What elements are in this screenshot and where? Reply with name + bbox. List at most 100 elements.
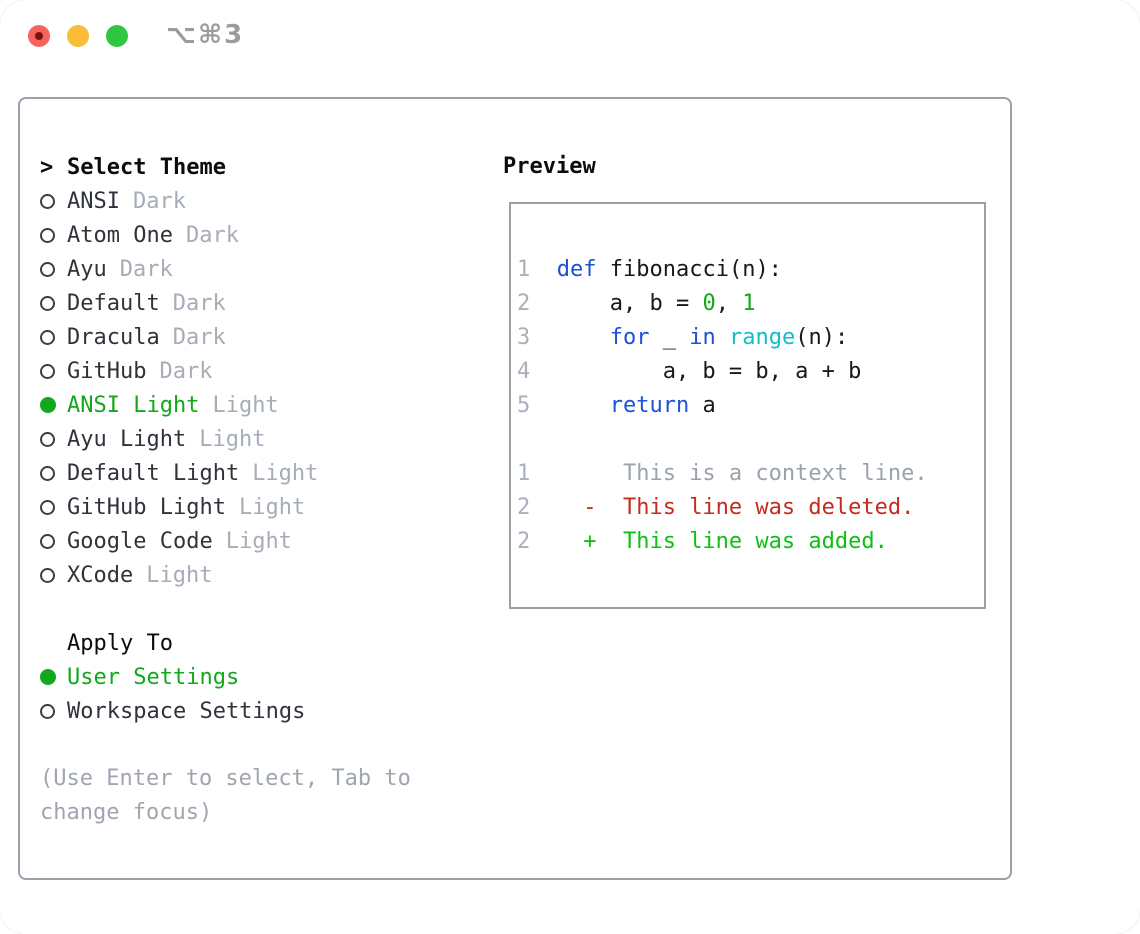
theme-variant-tag: Dark bbox=[119, 256, 173, 282]
code-segment-plain: a bbox=[689, 393, 716, 418]
zoom-button[interactable] bbox=[106, 25, 128, 47]
radio-unselected-icon bbox=[40, 703, 67, 719]
code-segment-plain: , bbox=[715, 291, 743, 316]
theme-option-atom-one[interactable]: Atom One Dark bbox=[40, 218, 411, 252]
code-segment-keyword: def bbox=[556, 257, 597, 282]
theme-variant-tag: Light bbox=[146, 562, 213, 588]
line-number: 4 bbox=[517, 359, 531, 384]
theme-variant-tag: Dark bbox=[132, 188, 186, 214]
code-segment-plain bbox=[530, 257, 557, 282]
code-line: 5 return a bbox=[517, 389, 928, 423]
code-segment-plain: a, b = bbox=[530, 291, 703, 316]
theme-option-default-light[interactable]: Default Light Light bbox=[40, 456, 411, 490]
theme-option-default[interactable]: Default Dark bbox=[40, 286, 411, 320]
theme-option-label: ANSI bbox=[67, 188, 120, 214]
radio-selected-icon bbox=[40, 669, 67, 685]
theme-variant-tag: Light bbox=[212, 392, 279, 418]
code-segment-keyword: return bbox=[609, 393, 690, 418]
line-number: 2 bbox=[517, 529, 531, 554]
theme-option-label: Dracula bbox=[67, 324, 160, 350]
close-button-dot-icon bbox=[35, 32, 43, 40]
code-line: 4 a, b = b, a + b bbox=[517, 355, 928, 389]
radio-unselected-icon bbox=[40, 533, 67, 549]
code-line bbox=[517, 423, 928, 457]
code-segment-plain: (n): bbox=[795, 325, 849, 350]
theme-variant-tag: Dark bbox=[172, 290, 226, 316]
code-segment-plain: fibonacci(n): bbox=[596, 257, 782, 282]
radio-unselected-icon bbox=[40, 261, 67, 277]
traffic-lights bbox=[28, 25, 128, 47]
radio-unselected-icon bbox=[40, 329, 67, 345]
apply-option-workspace-settings[interactable]: Workspace Settings bbox=[40, 694, 411, 728]
code-line: 2 - This line was deleted. bbox=[517, 491, 928, 525]
spacer bbox=[40, 728, 411, 762]
apply-option-label: User Settings bbox=[67, 664, 240, 690]
code-segment-number: 1 bbox=[742, 291, 756, 316]
window-title-shortcut: ⌥⌘3 bbox=[166, 20, 245, 50]
theme-option-github[interactable]: GitHub Dark bbox=[40, 354, 411, 388]
code-line: 1 This is a context line. bbox=[517, 457, 928, 491]
code-segment-plain bbox=[716, 325, 729, 350]
radio-unselected-icon bbox=[40, 431, 67, 447]
theme-variant-tag: Light bbox=[199, 426, 266, 452]
radio-unselected-icon bbox=[40, 499, 67, 515]
select-theme-header: > Select Theme bbox=[40, 150, 411, 184]
theme-option-label: GitHub bbox=[67, 358, 147, 384]
minimize-button[interactable] bbox=[67, 25, 89, 47]
theme-option-label: Default Light bbox=[67, 460, 240, 486]
theme-option-ayu[interactable]: Ayu Dark bbox=[40, 252, 411, 286]
line-number bbox=[517, 427, 530, 452]
theme-variant-tag: Dark bbox=[185, 222, 239, 248]
theme-option-dracula[interactable]: Dracula Dark bbox=[40, 320, 411, 354]
theme-option-label: GitHub Light bbox=[67, 494, 226, 520]
code-line: 1 def fibonacci(n): bbox=[517, 253, 928, 287]
code-segment-keyword: in bbox=[689, 325, 716, 350]
theme-option-ayu-light[interactable]: Ayu Light Light bbox=[40, 422, 411, 456]
theme-variant-tag: Light bbox=[252, 460, 319, 486]
theme-variant-tag: Dark bbox=[159, 358, 213, 384]
line-number: 1 bbox=[517, 461, 531, 486]
theme-variant-tag: Light bbox=[225, 528, 292, 554]
code-segment-deleted: - This line was deleted. bbox=[530, 495, 915, 520]
theme-option-label: Ayu bbox=[67, 256, 107, 282]
hint-text: (Use Enter to select, Tab to change focu… bbox=[40, 762, 411, 830]
code-segment-context: This is a context line. bbox=[530, 461, 928, 486]
theme-option-label: Ayu Light bbox=[67, 426, 187, 452]
close-button[interactable] bbox=[28, 25, 50, 47]
theme-option-label: Google Code bbox=[67, 528, 213, 554]
code-segment-builtin: range bbox=[728, 325, 796, 350]
code-line: 3 for _ in range(n): bbox=[517, 321, 928, 355]
code-segment-keyword: for bbox=[609, 325, 650, 350]
code-segment-plain bbox=[530, 325, 609, 350]
theme-option-label: Atom One bbox=[67, 222, 173, 248]
line-number: 1 bbox=[517, 257, 531, 282]
hint-line-2: change focus) bbox=[40, 800, 213, 825]
apply-option-user-settings[interactable]: User Settings bbox=[40, 660, 411, 694]
radio-unselected-icon bbox=[40, 567, 67, 583]
theme-option-google-code[interactable]: Google Code Light bbox=[40, 524, 411, 558]
theme-variant-tag: Dark bbox=[172, 324, 226, 350]
radio-unselected-icon bbox=[40, 227, 67, 243]
theme-option-ansi[interactable]: ANSI Dark bbox=[40, 184, 411, 218]
line-number: 5 bbox=[517, 393, 531, 418]
apply-to-title: Apply To bbox=[67, 630, 173, 656]
code-line: 2 a, b = 0, 1 bbox=[517, 287, 928, 321]
code-segment-added: + This line was added. bbox=[530, 529, 888, 554]
code-segment-plain: a, b = b, a + b bbox=[530, 359, 862, 384]
radio-unselected-icon bbox=[40, 465, 67, 481]
radio-unselected-icon bbox=[40, 363, 67, 379]
line-number: 2 bbox=[517, 291, 531, 316]
code-segment-plain: _ bbox=[649, 325, 690, 350]
radio-unselected-icon bbox=[40, 295, 67, 311]
radio-unselected-icon bbox=[40, 193, 67, 209]
theme-option-label: Default bbox=[67, 290, 160, 316]
